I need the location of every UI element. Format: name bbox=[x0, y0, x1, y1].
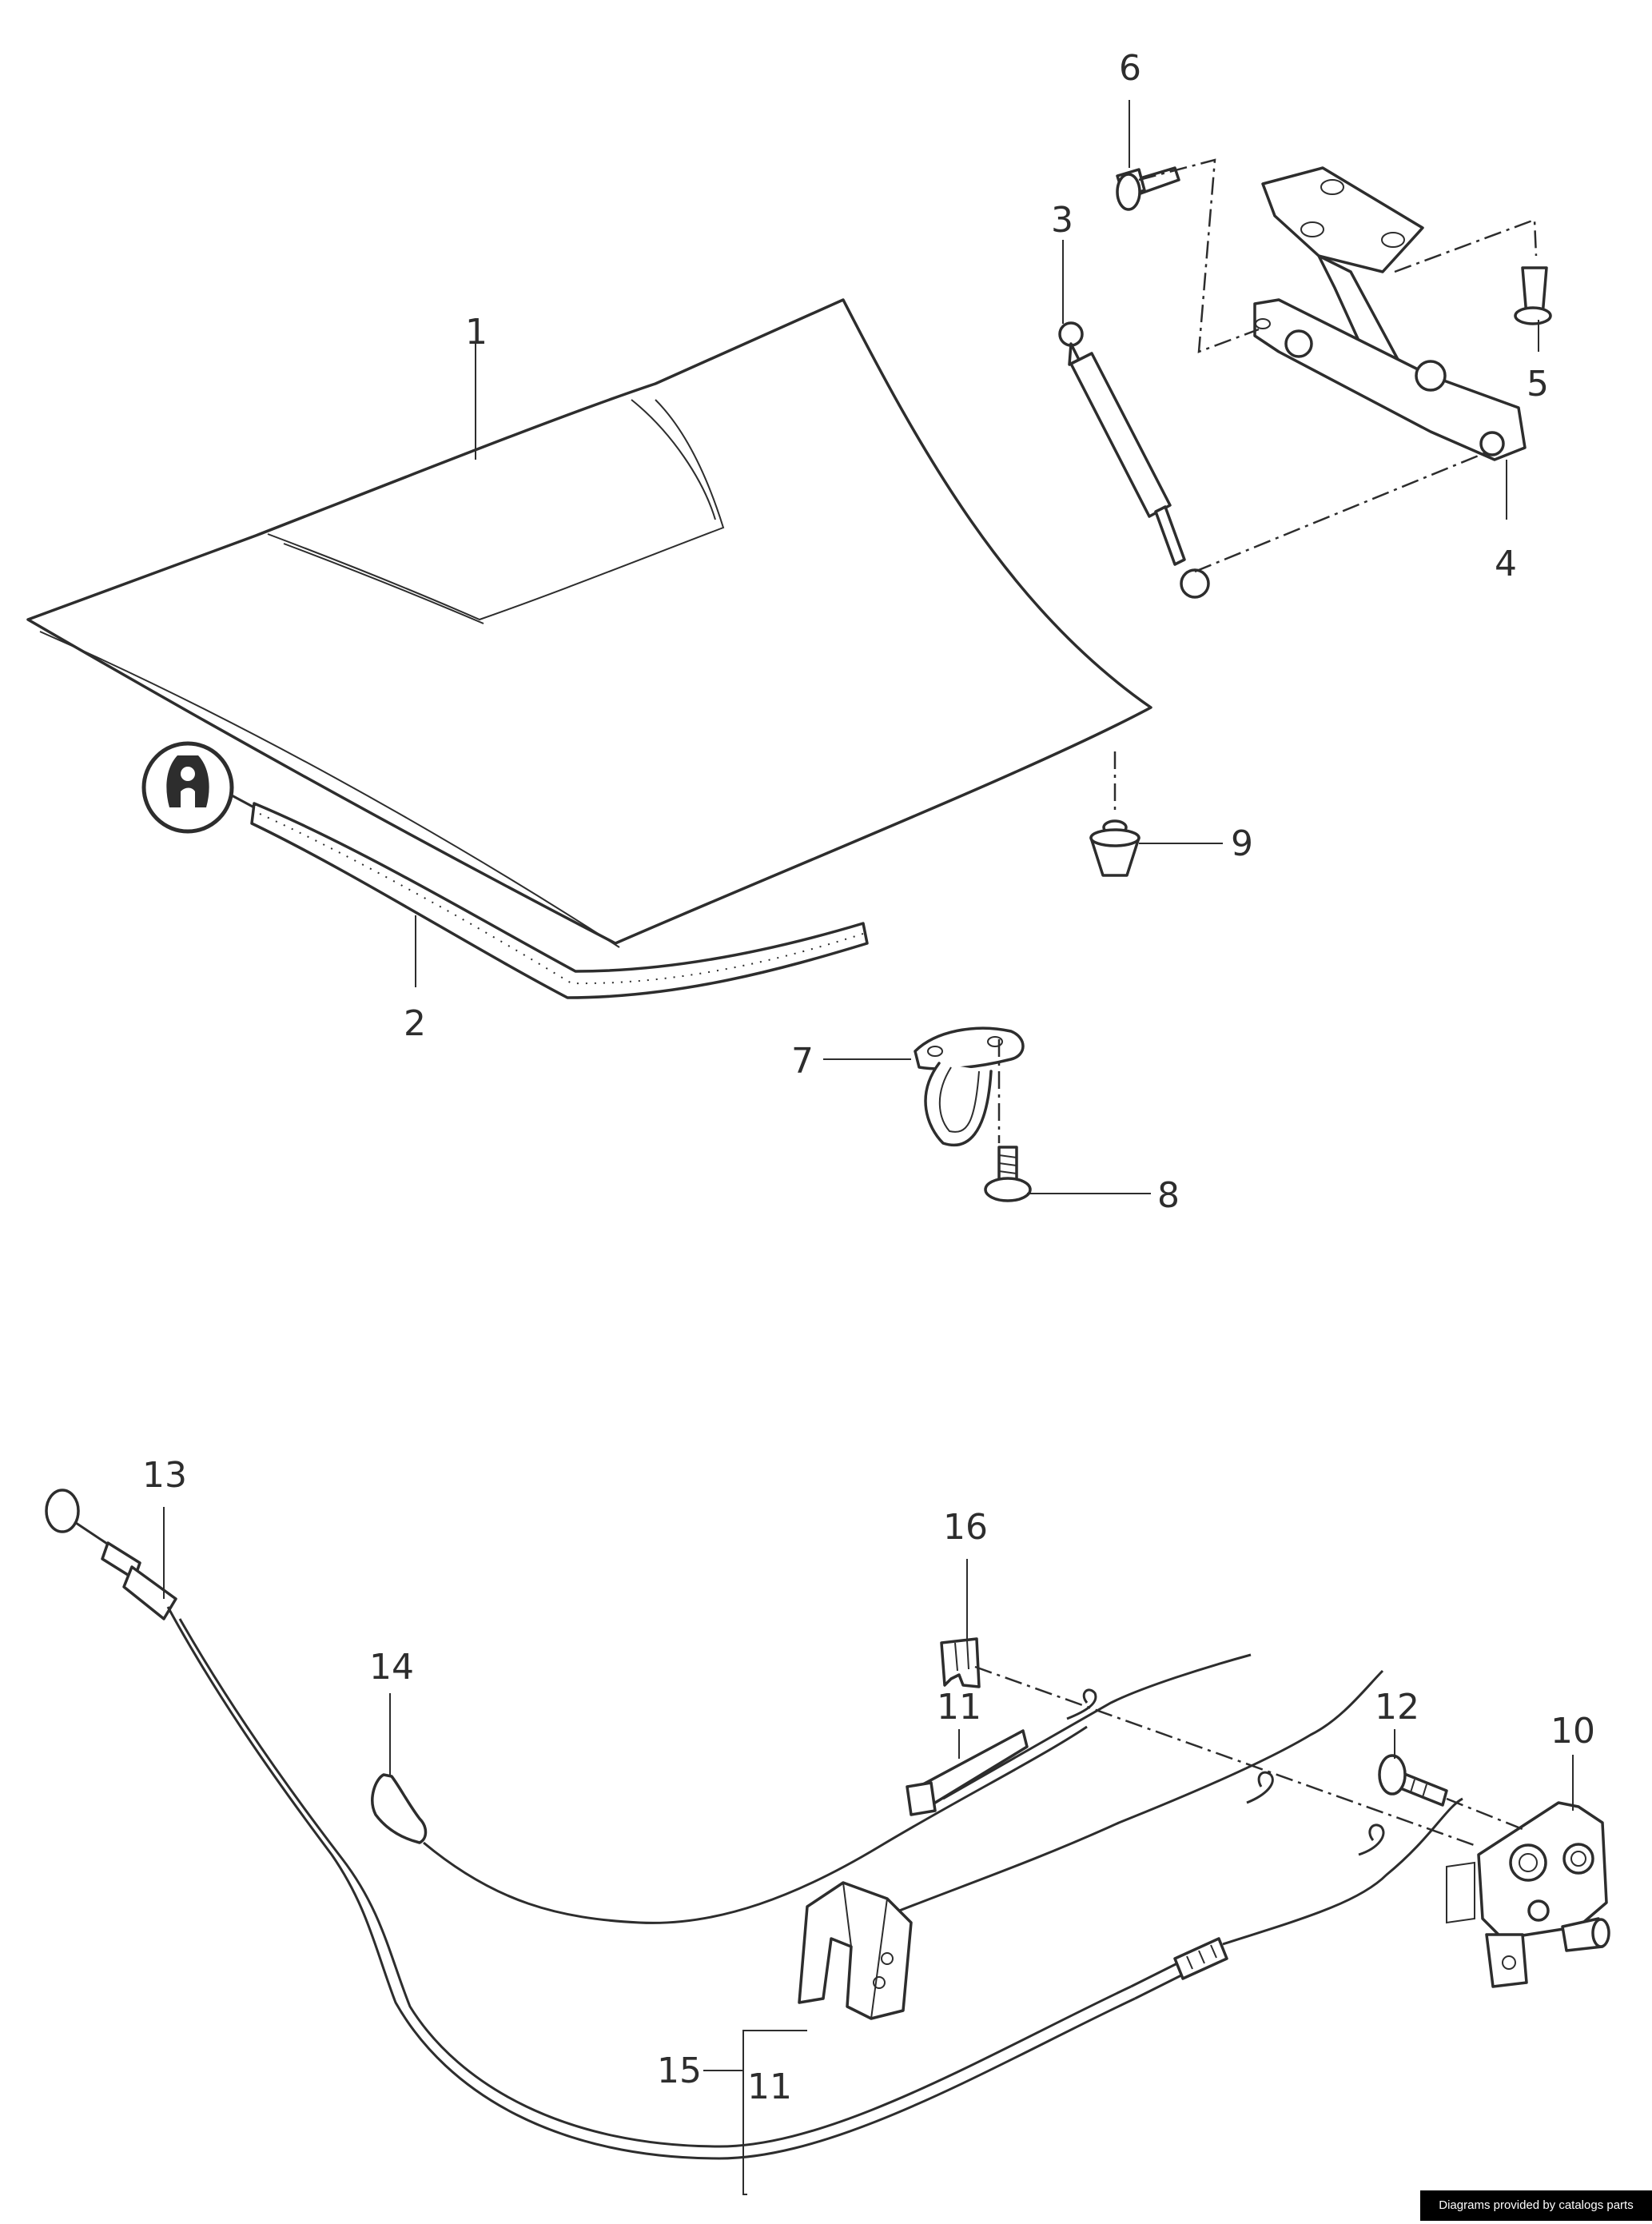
handle-bracket-part bbox=[798, 1881, 913, 2020]
callout-3: 3 bbox=[1051, 200, 1073, 241]
latch-loop-part bbox=[914, 1026, 1025, 1147]
assembly-lines bbox=[974, 158, 1538, 1848]
callout-11-handle: 11 bbox=[937, 1687, 981, 1728]
hood-part bbox=[26, 298, 1152, 948]
bolt-12-part bbox=[1378, 1754, 1448, 1807]
bolt-5-part bbox=[1514, 266, 1552, 325]
seal-strip-part bbox=[250, 802, 869, 999]
callout-9: 9 bbox=[1231, 823, 1253, 864]
leader-lines bbox=[163, 100, 1574, 2195]
callout-13: 13 bbox=[142, 1455, 187, 1496]
callout-5: 5 bbox=[1527, 364, 1549, 405]
gas-strut-part bbox=[1058, 321, 1210, 599]
callout-11-bracket: 11 bbox=[747, 2067, 792, 2107]
callout-15: 15 bbox=[657, 2051, 702, 2091]
credit-footer: Diagrams provided by catalogs parts bbox=[1420, 2190, 1652, 2221]
bolt-8-part bbox=[984, 1146, 1032, 1202]
buffer-part bbox=[1089, 819, 1140, 877]
loop-cable-part bbox=[371, 1725, 1088, 1924]
callout-16: 16 bbox=[943, 1507, 988, 1548]
callout-1: 1 bbox=[465, 312, 488, 353]
oil-can-icon bbox=[141, 741, 255, 834]
bolt-6-part bbox=[1116, 166, 1180, 211]
callout-10: 10 bbox=[1550, 1711, 1595, 1752]
callout-2: 2 bbox=[404, 1003, 426, 1044]
callout-12: 12 bbox=[1375, 1687, 1419, 1728]
clip-part bbox=[940, 1637, 981, 1688]
release-handle-part bbox=[878, 1653, 1384, 1920]
cable-hooks bbox=[1066, 1688, 1385, 1856]
callout-14: 14 bbox=[369, 1647, 414, 1688]
lock-part bbox=[1446, 1801, 1610, 1988]
release-cable-part bbox=[45, 1489, 1463, 2160]
callout-4: 4 bbox=[1495, 544, 1517, 584]
callout-8: 8 bbox=[1157, 1175, 1180, 1216]
callout-6: 6 bbox=[1119, 48, 1141, 89]
callout-7: 7 bbox=[791, 1041, 814, 1082]
hinge-part bbox=[1253, 166, 1527, 461]
callout-labels: 1 2 3 4 5 6 7 8 9 10 11 11 12 13 14 15 1… bbox=[142, 48, 1595, 2107]
